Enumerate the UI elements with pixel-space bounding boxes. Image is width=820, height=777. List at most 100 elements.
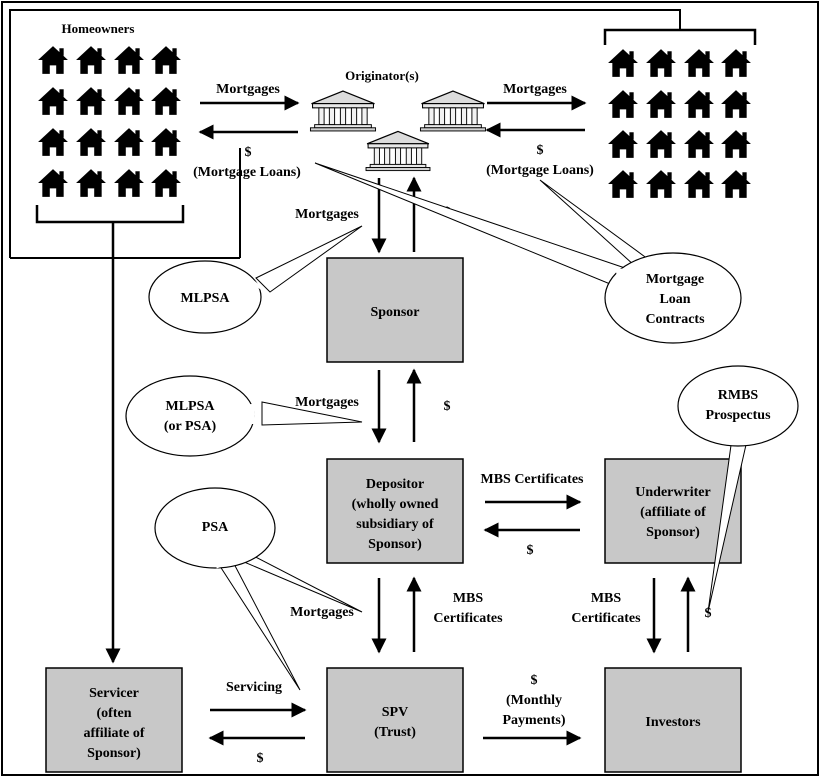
homeowners-frame-line (9, 9, 681, 258)
underwriter-label: Sponsor) (646, 525, 700, 540)
flow-label: Mortgages (290, 605, 354, 620)
flow-label: (Monthly (506, 693, 562, 708)
investors-label: Investors (645, 715, 701, 730)
flow-label: Payments) (503, 713, 566, 728)
flow-label: Certificates (433, 611, 503, 626)
callout-text: Prospectus (705, 408, 771, 423)
house-icon (721, 130, 751, 158)
house-icon (151, 87, 181, 115)
bank-building-icon (419, 90, 487, 132)
servicer-box (45, 667, 183, 773)
flow-label: MBS Certificates (480, 472, 584, 487)
house-icon (684, 90, 714, 118)
homeowners-title: Homeowners (62, 21, 135, 36)
callout-text: RMBS (718, 388, 759, 403)
flow-label: Certificates (571, 611, 641, 626)
callout-text: Contracts (645, 312, 705, 327)
house-icon (684, 49, 714, 77)
callout-text: Loan (659, 292, 690, 307)
house-icon (684, 130, 714, 158)
sponsor-label: Sponsor (370, 305, 419, 320)
flow-label: Mortgages (295, 395, 359, 410)
house-icon (608, 170, 638, 198)
house-icon (38, 169, 68, 197)
callout-psa: PSA (154, 487, 363, 691)
spv-label: SPV (382, 705, 408, 720)
servicer-label: Sponsor) (87, 746, 141, 761)
house-icon (76, 87, 106, 115)
flow-label: $ (531, 673, 538, 688)
originators-title: Originator(s) (345, 68, 419, 83)
house-icon (721, 49, 751, 77)
depositor-box (326, 458, 464, 564)
house-icon (38, 128, 68, 156)
spv-box (326, 667, 464, 773)
house-icon (151, 169, 181, 197)
flow-label: Mortgages (216, 82, 280, 97)
depositor-label: subsidiary of (356, 517, 434, 532)
callout-mlpsa-or-psa: MLPSA (or PSA) (125, 375, 363, 457)
flow-label: MBS (453, 591, 484, 606)
flow-label: Servicing (226, 680, 282, 695)
house-icon (646, 170, 676, 198)
depositor-label: Depositor (366, 477, 424, 492)
homeowners-right-bracket (603, 28, 757, 45)
house-icon (608, 90, 638, 118)
house-icon (721, 170, 751, 198)
house-icon (646, 49, 676, 77)
flow-label: Mortgages (503, 82, 567, 97)
callout-text: (or PSA) (164, 419, 217, 434)
callout-rmbs-prospectus: RMBS Prospectus (677, 365, 799, 613)
servicer-label: affiliate of (83, 726, 144, 741)
underwriter-label: Underwriter (635, 485, 710, 500)
house-icon (76, 46, 106, 74)
house-icon (646, 130, 676, 158)
house-icon (38, 46, 68, 74)
homeowners-left-houses (38, 46, 181, 197)
investors-box (604, 667, 742, 773)
bank-building-icon (309, 90, 377, 132)
house-icon (76, 169, 106, 197)
house-icon (721, 90, 751, 118)
flow-label: $ (527, 543, 534, 558)
callout-text: MLPSA (181, 291, 231, 306)
flow-label: $ (705, 606, 712, 621)
house-icon (76, 128, 106, 156)
flow-label: $ (257, 751, 264, 766)
sponsor-box (326, 257, 464, 363)
callout-text: Mortgage (646, 272, 704, 287)
house-icon (114, 46, 144, 74)
callout-mortgage-loan-contracts: Mortgage Loan Contracts (314, 162, 742, 344)
homeowners-left-bracket (35, 205, 185, 224)
house-icon (608, 130, 638, 158)
house-icon (114, 169, 144, 197)
flow-label: $ (537, 143, 544, 158)
flow-label: $ (444, 399, 451, 414)
depositor-label: (wholly owned (352, 497, 439, 512)
callout-text: MLPSA (166, 399, 216, 414)
flow-label: $ (245, 145, 252, 160)
servicer-label: (often (97, 706, 132, 721)
house-icon (114, 128, 144, 156)
homeowners-right-houses (608, 49, 751, 198)
house-icon (114, 87, 144, 115)
house-icon (38, 87, 68, 115)
house-icon (151, 128, 181, 156)
callout-mlpsa-top: MLPSA (148, 225, 363, 334)
underwriter-label: (affiliate of (640, 505, 706, 520)
flow-label: MBS (591, 591, 622, 606)
flow-label: (Mortgage Loans) (193, 165, 301, 180)
house-icon (684, 170, 714, 198)
callout-text: PSA (202, 520, 229, 535)
house-icon (646, 90, 676, 118)
flow-label: Mortgages (295, 207, 359, 222)
flow-label: (Mortgage Loans) (486, 163, 594, 178)
depositor-label: Sponsor) (368, 537, 422, 552)
bank-building-icon (365, 130, 431, 172)
spv-label: (Trust) (374, 725, 416, 740)
house-icon (608, 49, 638, 77)
servicer-label: Servicer (89, 686, 139, 701)
